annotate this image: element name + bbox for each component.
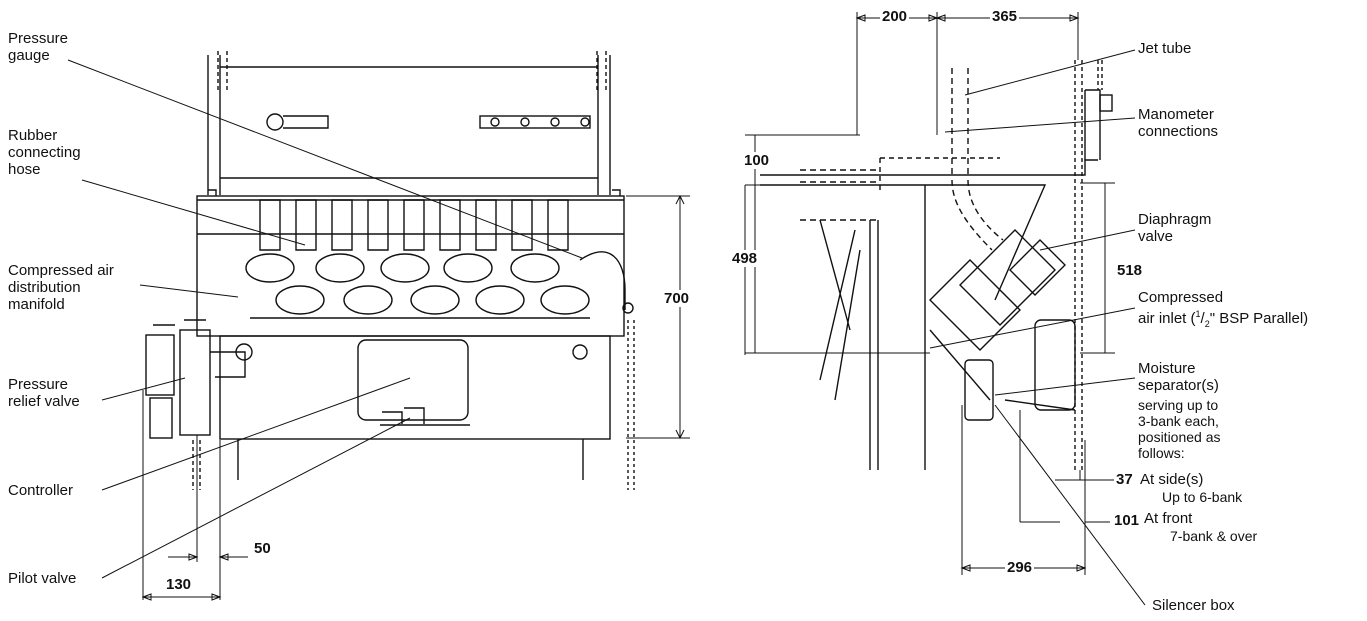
dim-498: 498 (730, 250, 760, 267)
valve-row (245, 199, 634, 319)
dim-37: 37 (1114, 471, 1135, 488)
bank-7-over: 7-bank & over (1170, 528, 1258, 544)
dim-100: 100 (742, 152, 772, 169)
at-front-label: At front (1144, 510, 1193, 527)
dim-700: 700 (662, 290, 692, 307)
air-inlet-label: Compressed air inlet (1/2" BSP Parallel) (1138, 289, 1309, 329)
dim-130: 130 (164, 576, 194, 593)
dim-101: 101 (1112, 512, 1142, 529)
dim-50: 50 (252, 540, 273, 557)
dim-365: 365 (990, 8, 1020, 25)
side-view-frame (760, 60, 1113, 470)
dim-296: 296 (1005, 559, 1035, 576)
left-leaders (67, 59, 583, 579)
left-dimensions (141, 194, 690, 601)
front-view-frame (192, 50, 635, 490)
silencer-box-label: Silencer box (1152, 597, 1235, 614)
up-to-6-bank: Up to 6-bank (1162, 489, 1243, 505)
jet-tube-label: Jet tube (1138, 40, 1192, 57)
dim-518: 518 (1115, 262, 1145, 279)
controller-label: Controller (8, 482, 74, 499)
regulator-assembly (145, 319, 253, 439)
dim-200: 200 (880, 8, 910, 25)
pilot-valve-label: Pilot valve (8, 570, 77, 587)
at-side-label: At side(s) (1140, 471, 1204, 488)
